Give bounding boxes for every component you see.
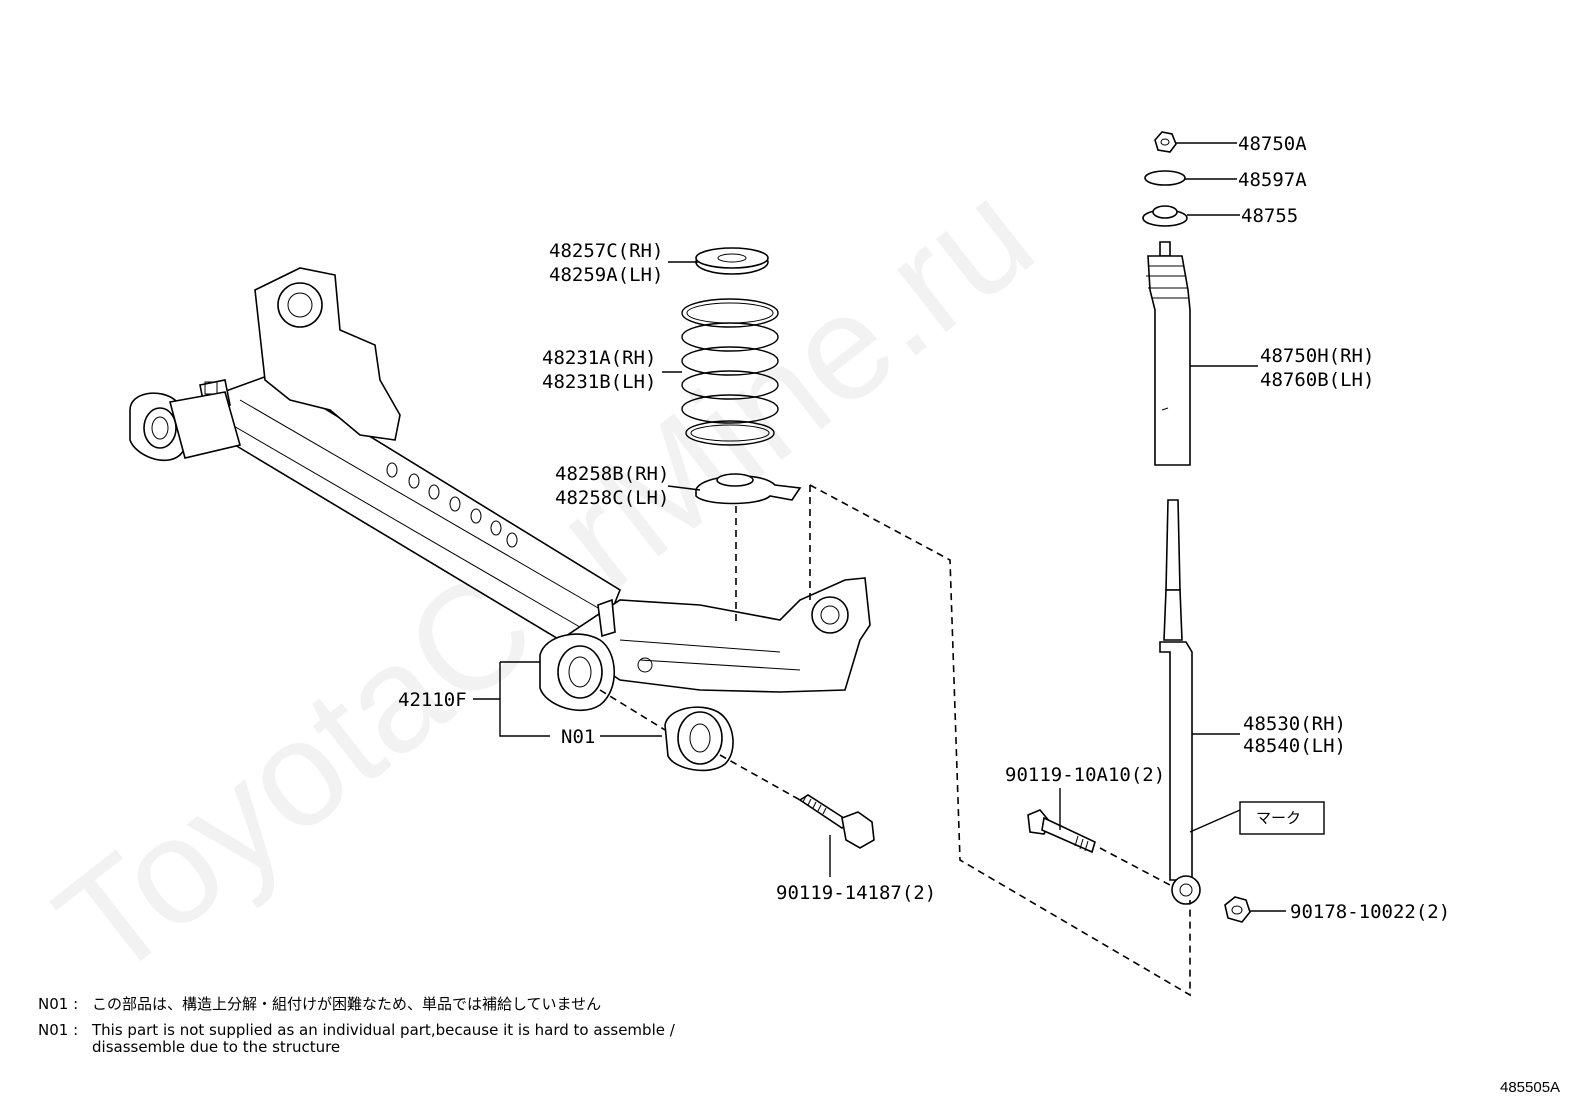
label-48750A: 48750A — [1238, 133, 1307, 155]
label-48257C-rh: 48257C(RH) — [549, 240, 663, 262]
washer-48597A — [1144, 170, 1186, 186]
label-48755: 48755 — [1241, 205, 1298, 227]
label-90178-10022: 90178-10022(2) — [1290, 901, 1450, 923]
label-90119-14187: 90119-14187(2) — [776, 882, 936, 904]
lower-spring-insulator — [695, 473, 802, 505]
note-jp-key: N01 : — [38, 995, 78, 1013]
note-en-line1: This part is not supplied as an individu… — [91, 1021, 676, 1039]
label-48258C-lh: 48258C(LH) — [555, 487, 669, 509]
note-jp-text: この部品は、構造上分解・組付けが困難なため、単品では補給していません — [92, 995, 601, 1013]
bolt-90119-10A10 — [1027, 809, 1096, 854]
label-48760B-lh: 48760B(LH) — [1260, 369, 1374, 391]
label-48750H-rh: 48750H(RH) — [1260, 345, 1374, 367]
label-42110F: 42110F — [398, 689, 467, 711]
bolt-90119-14187 — [798, 794, 875, 849]
mark-callout-box — [1239, 801, 1325, 835]
rear-axle-beam-42110F — [129, 267, 871, 711]
leader-lines — [473, 142, 1286, 912]
label-48231B-lh: 48231B(LH) — [542, 371, 656, 393]
label-48530-rh: 48530(RH) — [1243, 713, 1346, 735]
bushing-N01 — [664, 706, 734, 772]
diagram-code: 485505A — [1500, 1079, 1560, 1096]
dust-cover-48750H — [1146, 241, 1191, 466]
nut-90178-10022 — [1224, 896, 1251, 923]
support-48755 — [1142, 205, 1188, 227]
label-N01: N01 — [561, 726, 595, 748]
nut-48750A — [1154, 131, 1177, 153]
upper-spring-insulator — [695, 247, 769, 275]
shock-absorber-48530 — [1159, 499, 1201, 905]
label-48259A-lh: 48259A(LH) — [549, 264, 663, 286]
note-en-line2: disassemble due to the structure — [92, 1038, 340, 1056]
note-en-key: N01 : — [38, 1021, 78, 1039]
assembly-lines — [599, 484, 1191, 997]
label-48231A-rh: 48231A(RH) — [542, 347, 656, 369]
label-48597A: 48597A — [1238, 169, 1307, 191]
label-90119-10A10: 90119-10A10(2) — [1005, 764, 1165, 786]
label-48258B-rh: 48258B(RH) — [555, 463, 669, 485]
label-48540-lh: 48540(LH) — [1243, 735, 1346, 757]
coil-spring — [681, 298, 779, 446]
label-mark: マーク — [1256, 809, 1301, 827]
